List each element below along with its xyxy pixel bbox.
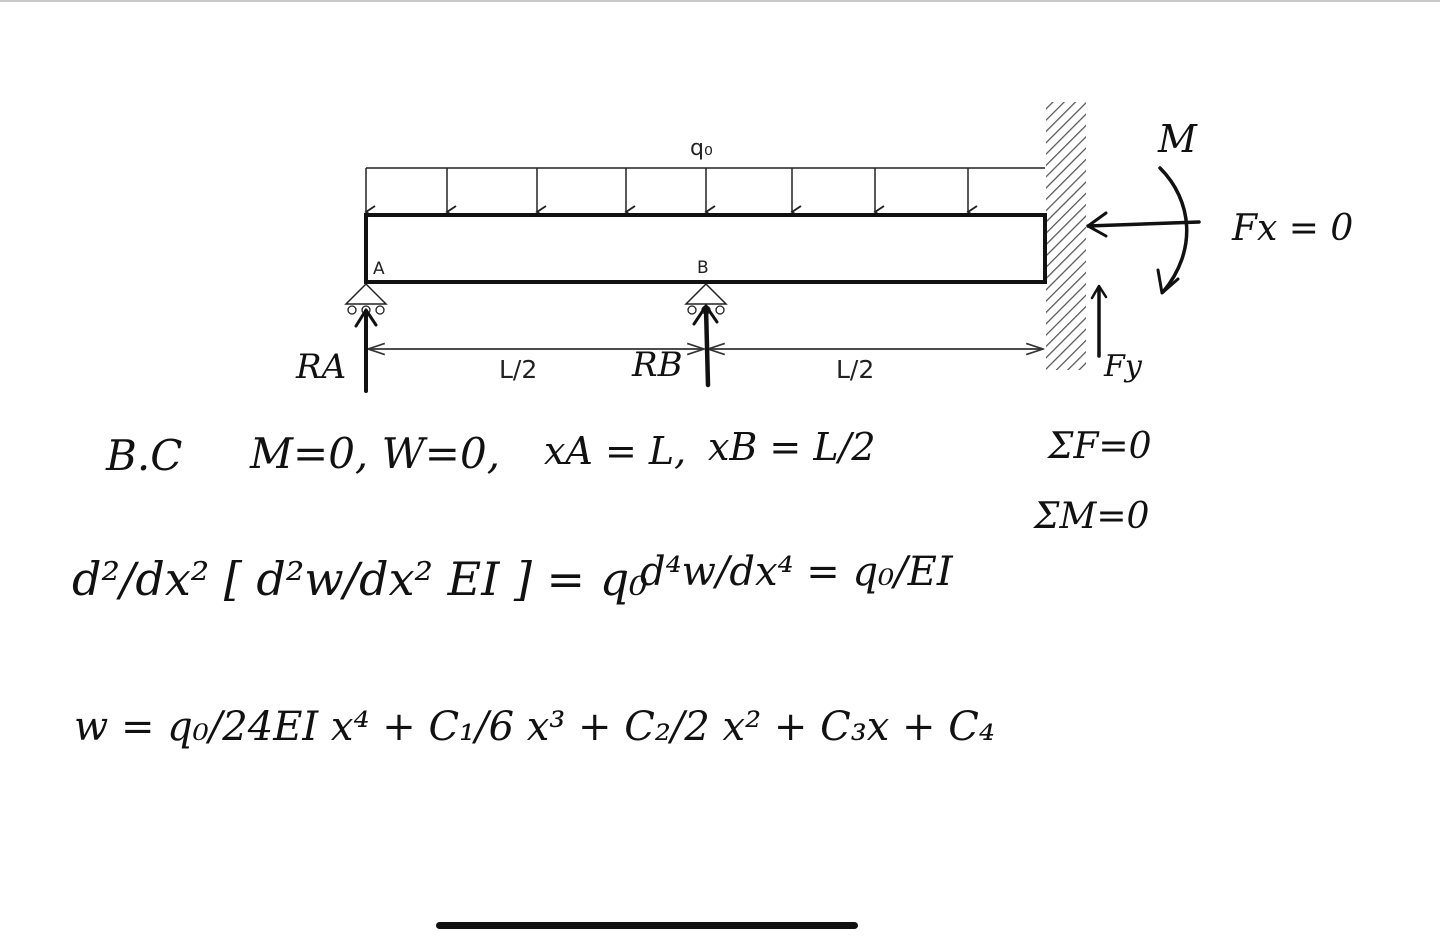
reaction-fx-label: Fx = 0 — [1231, 208, 1353, 249]
moment-arrow — [1156, 166, 1189, 295]
moment-label: M — [1157, 117, 1198, 161]
reaction-a-label: RA — [295, 347, 346, 387]
dimension-right: L/2 — [708, 349, 1043, 384]
reaction-arrow-a — [354, 308, 378, 393]
bc-conditions: M=0, W=0, — [249, 429, 500, 478]
sum-m: ΣM=0 — [1032, 496, 1149, 537]
equation-3: w = q₀/24EI x⁴ + C₁/6 x³ + C₂/2 x² + C₃x… — [74, 704, 995, 750]
reaction-fy-label: Fy — [1103, 349, 1143, 384]
dimension-left: L/2 — [368, 349, 704, 384]
load-label: q₀ — [690, 136, 713, 161]
beam — [364, 213, 1047, 284]
xb-eq: xB = L/2 — [708, 425, 876, 469]
fixed-wall — [1046, 102, 1086, 370]
span-right-label: L/2 — [836, 355, 874, 384]
home-indicator[interactable] — [436, 922, 858, 929]
reaction-arrow-fx — [1086, 211, 1201, 238]
equation-1: d²/dx² [ d²w/dx² EI ] = q₀ — [72, 552, 648, 606]
sum-f: ΣF=0 — [1046, 426, 1152, 467]
distributed-load: q₀ — [366, 136, 1045, 212]
reaction-arrow-b — [692, 304, 719, 388]
support-b-label: B — [697, 258, 709, 278]
roller-support-a — [344, 282, 388, 315]
equation-2: d⁴w/dx⁴ = q₀/EI — [640, 549, 954, 595]
reaction-arrow-fy — [1090, 284, 1108, 358]
xa-eq: xA = L, — [544, 429, 686, 473]
span-left-label: L/2 — [499, 355, 537, 384]
reaction-b-label: RB — [631, 345, 683, 385]
support-a-label: A — [373, 259, 385, 279]
bc-label: B.C — [105, 431, 182, 480]
